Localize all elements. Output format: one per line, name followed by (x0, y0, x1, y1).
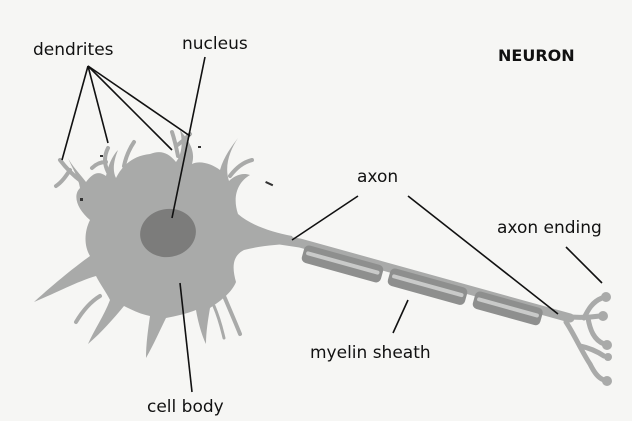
axon-terminal-branch (588, 318, 604, 344)
myelin-sheath-label: myelin sheath (310, 345, 431, 362)
dendrites-leader-line (88, 66, 172, 150)
dendrites-label: dendrites (33, 42, 114, 59)
terminal-bulb (598, 311, 608, 321)
myelin-sheath-segments (301, 244, 544, 326)
terminal-bulb (601, 292, 611, 302)
axon-ending-label: axon ending (497, 220, 602, 237)
terminal-bulb (602, 376, 612, 386)
cell-body-label: cell body (147, 399, 224, 416)
dendrite-branch (76, 296, 100, 322)
dendrite-branch (230, 160, 252, 176)
axon-ending-branches (560, 298, 604, 380)
terminal-bulb (602, 340, 612, 350)
axon-ending-leader-line (566, 247, 602, 283)
diagram-title: NEURON (498, 48, 575, 64)
myelin-sheath-leader-line (393, 300, 408, 333)
axon-label: axon (357, 169, 398, 186)
dendrite-branch (92, 148, 108, 172)
axon-leader-line (292, 196, 358, 240)
dendrite-branch (224, 296, 240, 334)
dendrite-branch (214, 306, 224, 338)
axon-terminal-branch (560, 316, 600, 318)
terminal-bulb (604, 353, 612, 361)
dendrites-leader-line (62, 66, 88, 160)
nucleus-label: nucleus (182, 36, 248, 53)
